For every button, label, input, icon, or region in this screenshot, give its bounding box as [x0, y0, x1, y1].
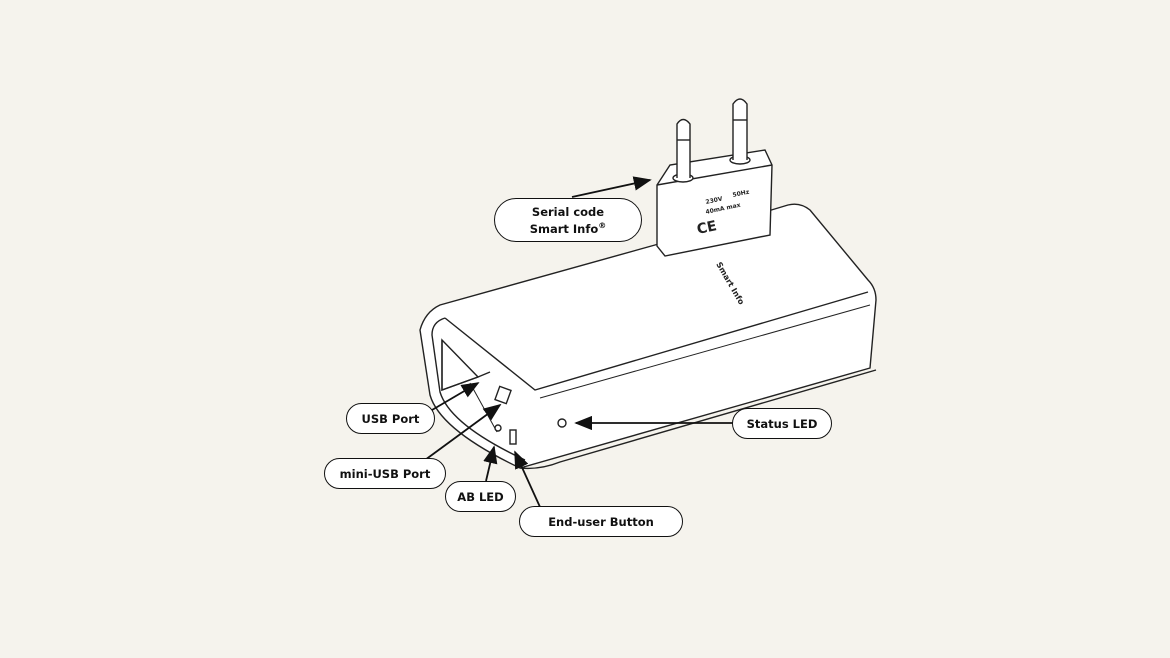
- arrow-serial: [571, 176, 652, 198]
- ab-led-label: AB LED: [445, 481, 516, 512]
- voltage-marking: 230V: [705, 195, 724, 205]
- arrow-mini-usb: [424, 403, 502, 461]
- frequency-marking: 50Hz: [732, 188, 750, 198]
- status-led-label: Status LED: [732, 408, 832, 439]
- ab-led-text: AB LED: [457, 489, 504, 504]
- arrow-end-user: [514, 450, 541, 508]
- serial-code-label: Serial code Smart Info®: [494, 198, 642, 242]
- ce-marking: CE: [696, 218, 719, 238]
- mini-usb-port-label: mini-USB Port: [324, 458, 446, 489]
- end-user-button-text: End-user Button: [548, 514, 654, 529]
- usb-port-label: USB Port: [346, 403, 435, 434]
- callout-arrows: [424, 176, 733, 508]
- end-user-button-label: End-user Button: [519, 506, 683, 537]
- arrow-usb: [431, 382, 480, 411]
- usb-port-text: USB Port: [361, 411, 420, 426]
- status-led-shape: [557, 418, 567, 428]
- registered-mark: ®: [598, 220, 607, 230]
- mini-usb-port-text: mini-USB Port: [339, 466, 431, 481]
- arrow-ab-led: [483, 445, 498, 482]
- serial-code-text: Serial code: [531, 204, 605, 219]
- smart-info-text: Smart Info®: [530, 219, 607, 236]
- end-user-button-shape: [509, 429, 517, 445]
- status-led-text: Status LED: [746, 416, 818, 431]
- smart-info-name: Smart Info: [529, 221, 599, 236]
- plug: [656, 98, 773, 257]
